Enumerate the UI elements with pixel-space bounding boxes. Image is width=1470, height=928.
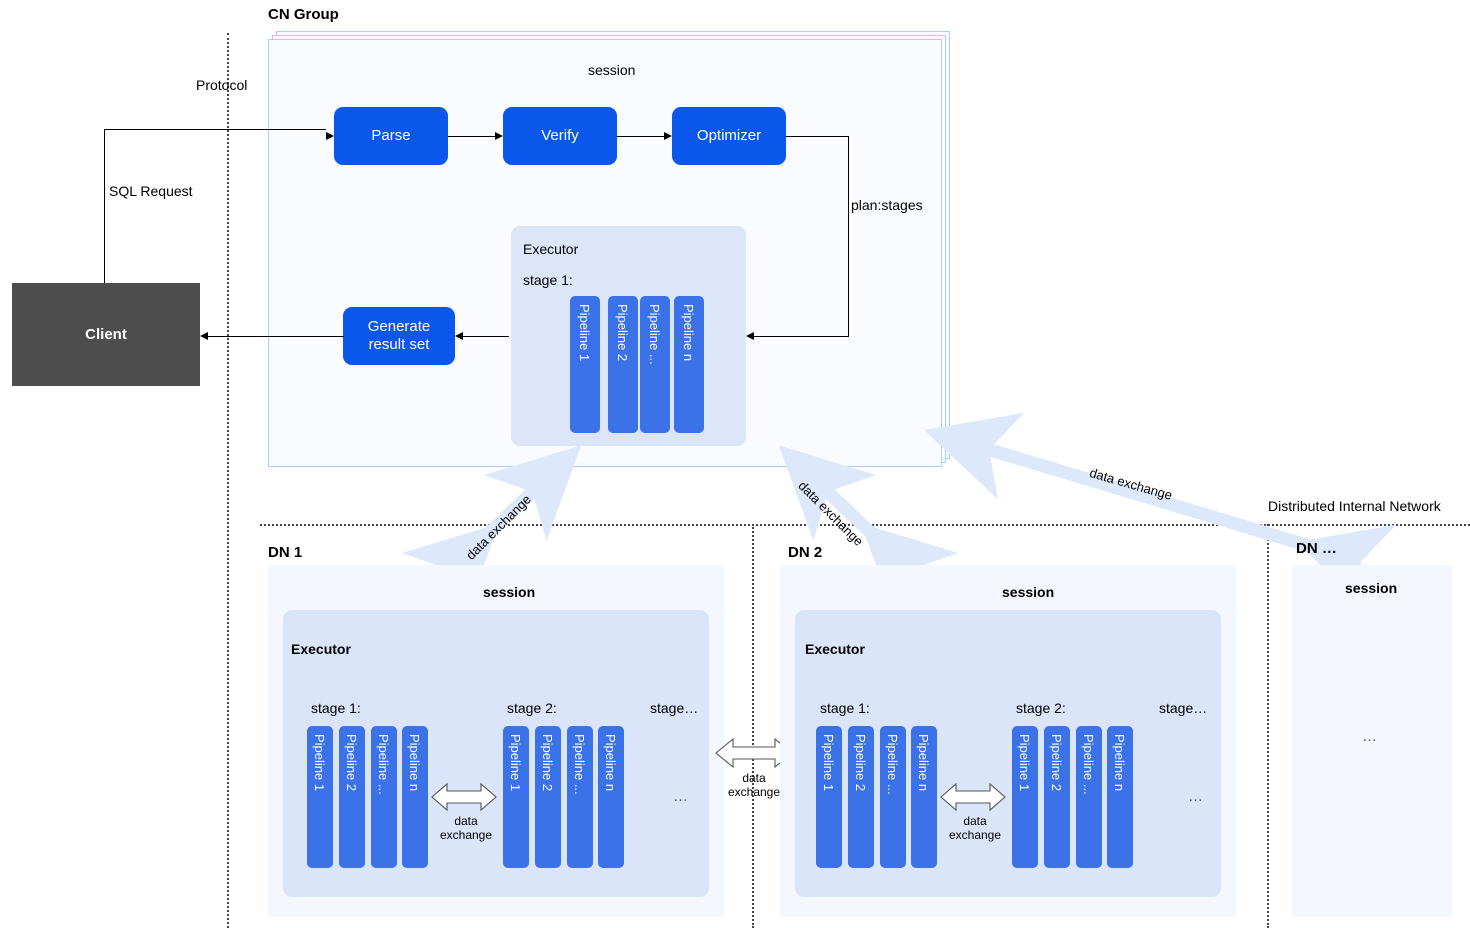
dn1-s1-pipeline-3[interactable]: Pipeline ... (371, 726, 397, 868)
dn1-s1-pipeline-2[interactable]: Pipeline 2 (339, 726, 365, 868)
dn1-executor-title: Executor (291, 641, 351, 657)
step-parse[interactable]: Parse (334, 107, 448, 165)
dn1-title: DN 1 (268, 544, 303, 561)
dn2-inner-exchange-line1: data (963, 814, 987, 828)
dnx-session-panel (1292, 565, 1452, 917)
arrowhead-executor-to-result (455, 332, 463, 340)
dn2-s2-pipeline-n-label: Pipeline n (1112, 734, 1127, 792)
dn1-stage1-label: stage 1: (311, 700, 361, 716)
cn-group-title: CN Group (268, 6, 339, 23)
cn-pipeline-2-label: Pipeline 2 (615, 304, 630, 362)
protocol-boundary-line (227, 33, 229, 928)
cn-pipeline-1[interactable]: Pipeline 1 (570, 296, 600, 433)
generate-result-set-box[interactable]: Generate result set (343, 307, 455, 365)
sql-request-label: SQL Request (109, 183, 193, 199)
cn-session-label: session (588, 62, 636, 78)
dn1-s2-pipeline-3-label: Pipeline ... (572, 734, 587, 795)
dnx-session-label: session (1345, 580, 1398, 596)
cn-pipeline-3[interactable]: Pipeline ... (640, 296, 670, 433)
dn2-s2-pipeline-1[interactable]: Pipeline 1 (1012, 726, 1038, 868)
dn1-s1-pipeline-1-label: Pipeline 1 (312, 734, 327, 792)
dn2-s1-pipeline-n-label: Pipeline n (916, 734, 931, 792)
dn1-inner-exchange-line2: exchange (439, 828, 493, 842)
dn1-inner-exchange-line1: data (454, 814, 478, 828)
dnx-more-ellipsis: … (1362, 728, 1377, 745)
dn2-s1-pipeline-2[interactable]: Pipeline 2 (848, 726, 874, 868)
arrowhead-verify-to-optimizer (664, 132, 672, 140)
dn2-executor-title: Executor (805, 641, 865, 657)
data-exchange-arrow-cn-dn1 (401, 445, 582, 620)
dn1-s1-pipeline-2-label: Pipeline 2 (344, 734, 359, 792)
dn2-s2-pipeline-1-label: Pipeline 1 (1017, 734, 1032, 792)
dn1-s1-pipeline-3-label: Pipeline ... (376, 734, 391, 795)
step-verify[interactable]: Verify (503, 107, 617, 165)
plan-stages-bottom-line (754, 336, 849, 337)
dn1-more-ellipsis: … (673, 788, 688, 805)
dn1-stage2-label: stage 2: (507, 700, 557, 716)
dn1-s2-pipeline-2[interactable]: Pipeline 2 (535, 726, 561, 868)
cn-pipeline-n[interactable]: Pipeline n (674, 296, 704, 433)
dn2-inner-data-exchange-arrow (940, 782, 1006, 812)
cn-executor-title: Executor (523, 241, 579, 257)
dn2-s1-pipeline-3-label: Pipeline ... (885, 734, 900, 795)
arrow-result-to-client (208, 336, 344, 337)
arrowhead-into-parse (326, 132, 334, 140)
dn2-s1-pipeline-1-label: Pipeline 1 (821, 734, 836, 792)
arrow-parse-to-verify (448, 136, 495, 137)
dn2-s2-pipeline-2[interactable]: Pipeline 2 (1044, 726, 1070, 868)
arrow-executor-to-result (463, 336, 509, 337)
dn1-more-stage-label: stage… (650, 700, 699, 716)
dn2-s2-pipeline-n[interactable]: Pipeline n (1107, 726, 1133, 868)
dn1-s2-pipeline-1[interactable]: Pipeline 1 (503, 726, 529, 868)
dn1-s1-pipeline-n-label: Pipeline n (407, 734, 422, 792)
sql-request-vline (104, 129, 105, 284)
dn2-s2-pipeline-2-label: Pipeline 2 (1049, 734, 1064, 792)
dn1-dn2-exchange-line2: exchange (727, 785, 781, 799)
dn2-s1-pipeline-1[interactable]: Pipeline 1 (816, 726, 842, 868)
arrowhead-into-executor (746, 332, 754, 340)
dn2-inner-exchange-line2: exchange (948, 828, 1002, 842)
dn1-dn2-exchange-line1: data (742, 771, 766, 785)
dn-divider-line-1 (752, 524, 754, 928)
dn2-s1-pipeline-n[interactable]: Pipeline n (911, 726, 937, 868)
dn2-s2-pipeline-3-label: Pipeline ... (1081, 734, 1096, 795)
dn2-s1-pipeline-2-label: Pipeline 2 (853, 734, 868, 792)
client-box[interactable]: Client (12, 283, 200, 386)
dn2-title: DN 2 (788, 544, 823, 561)
dn1-s2-pipeline-n-label: Pipeline n (603, 734, 618, 792)
plan-stages-top-line (786, 136, 849, 137)
dn1-s1-pipeline-n[interactable]: Pipeline n (402, 726, 428, 868)
cn-pipeline-1-label: Pipeline 1 (577, 304, 592, 362)
dnx-title: DN … (1296, 540, 1337, 557)
dn1-s1-pipeline-1[interactable]: Pipeline 1 (307, 726, 333, 868)
dn1-session-label: session (483, 584, 536, 600)
dn1-inner-data-exchange-arrow (431, 782, 497, 812)
dn2-more-ellipsis: … (1188, 788, 1203, 805)
arrowhead-to-client (200, 332, 208, 340)
protocol-label: Protocol (196, 77, 248, 93)
dn2-session-label: session (1002, 584, 1055, 600)
dn1-s2-pipeline-3[interactable]: Pipeline ... (567, 726, 593, 868)
data-exchange-arrow-cn-dn2 (778, 445, 959, 620)
cn-pipeline-2[interactable]: Pipeline 2 (608, 296, 638, 433)
dn1-s2-pipeline-2-label: Pipeline 2 (540, 734, 555, 792)
dn2-more-stage-label: stage… (1159, 700, 1208, 716)
dn1-s2-pipeline-n[interactable]: Pipeline n (598, 726, 624, 868)
dn2-stage1-label: stage 1: (820, 700, 870, 716)
cn-pipeline-3-label: Pipeline ... (647, 304, 662, 365)
plan-stages-vline (848, 136, 849, 337)
dn2-s1-pipeline-3[interactable]: Pipeline ... (880, 726, 906, 868)
cn-executor-stage-label: stage 1: (523, 272, 573, 288)
arrow-verify-to-optimizer (617, 136, 664, 137)
dn2-stage2-label: stage 2: (1016, 700, 1066, 716)
step-optimizer[interactable]: Optimizer (672, 107, 786, 165)
sql-request-hline (104, 129, 326, 130)
plan-stages-label: plan:stages (851, 197, 923, 213)
arrowhead-parse-to-verify (495, 132, 503, 140)
dn-divider-line-2 (1267, 524, 1269, 928)
dn1-s2-pipeline-1-label: Pipeline 1 (508, 734, 523, 792)
cn-pipeline-n-label: Pipeline n (681, 304, 696, 362)
dn2-s2-pipeline-3[interactable]: Pipeline ... (1076, 726, 1102, 868)
data-exchange-arrow-cn-dnx (924, 412, 1397, 612)
